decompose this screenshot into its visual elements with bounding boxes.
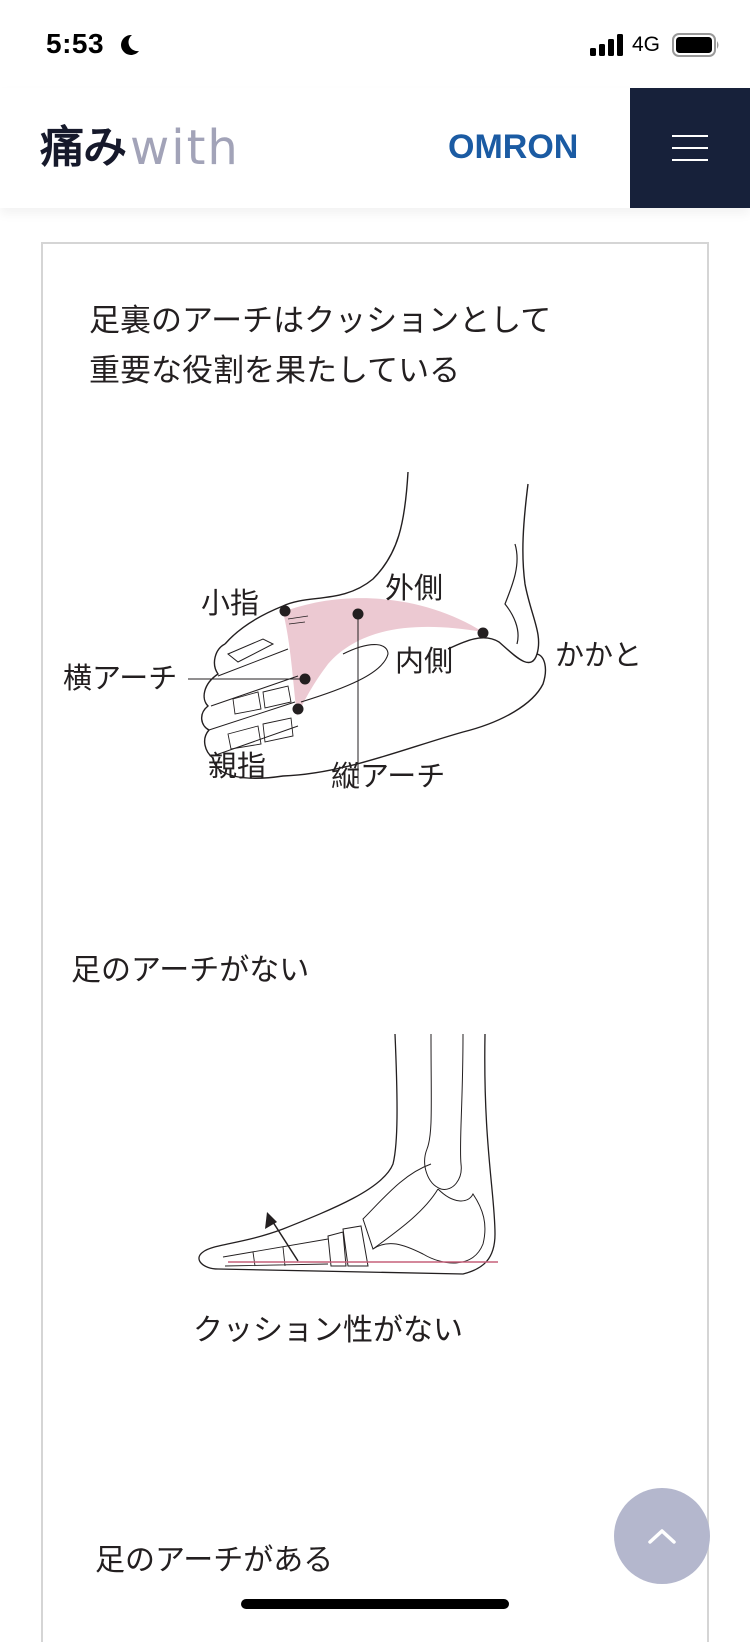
label-big-toe: 親指 bbox=[208, 749, 267, 783]
label-inner-side: 内側 bbox=[395, 644, 454, 678]
arch-present-title: 足のアーチがある bbox=[95, 1543, 334, 1578]
hamburger-menu-button[interactable] bbox=[630, 88, 750, 208]
article-content: 足裏のアーチはクッションとして 重要な役割を果たしている 小指 外側 横アーチ … bbox=[41, 242, 709, 1642]
scroll-to-top-button[interactable] bbox=[614, 1488, 710, 1584]
battery-full-icon bbox=[672, 33, 719, 57]
label-transverse-arch: 横アーチ bbox=[63, 661, 178, 695]
heading-line-2: 重要な役割を果たしている bbox=[89, 353, 461, 389]
label-heel: かかと bbox=[555, 638, 643, 672]
flat-foot-illustration bbox=[198, 1033, 498, 1275]
label-longitudinal-arch: 縦アーチ bbox=[331, 759, 446, 793]
label-outer-side: 外側 bbox=[385, 571, 444, 605]
hamburger-menu-icon bbox=[672, 135, 708, 137]
heading-line-1: 足裏のアーチはクッションとして bbox=[89, 303, 552, 339]
moon-icon bbox=[121, 34, 139, 55]
chevron-up-icon bbox=[648, 1529, 676, 1544]
hamburger-line bbox=[672, 159, 708, 161]
site-logo[interactable]: 痛み with bbox=[40, 118, 240, 178]
logo-japanese: 痛み bbox=[40, 122, 127, 173]
foot-arch-diagram bbox=[188, 471, 547, 784]
site-header: 痛み with OMRON bbox=[0, 88, 750, 208]
network-type: 4G bbox=[632, 33, 661, 56]
label-little-toe: 小指 bbox=[201, 586, 260, 620]
status-time: 5:53 bbox=[46, 28, 105, 59]
no-arch-title: 足のアーチがない bbox=[71, 953, 310, 988]
article-heading: 足裏のアーチはクッションとして 重要な役割を果たしている bbox=[89, 296, 551, 396]
hamburger-line bbox=[672, 147, 708, 149]
status-bar: 5:53 4G bbox=[0, 0, 750, 88]
logo-english: with bbox=[130, 120, 240, 176]
home-indicator[interactable] bbox=[241, 1599, 509, 1609]
no-cushion-caption: クッション性がない bbox=[193, 1313, 463, 1348]
omron-brand-logo[interactable]: OMRON bbox=[448, 128, 579, 166]
cellular-signal-icon bbox=[590, 34, 623, 56]
